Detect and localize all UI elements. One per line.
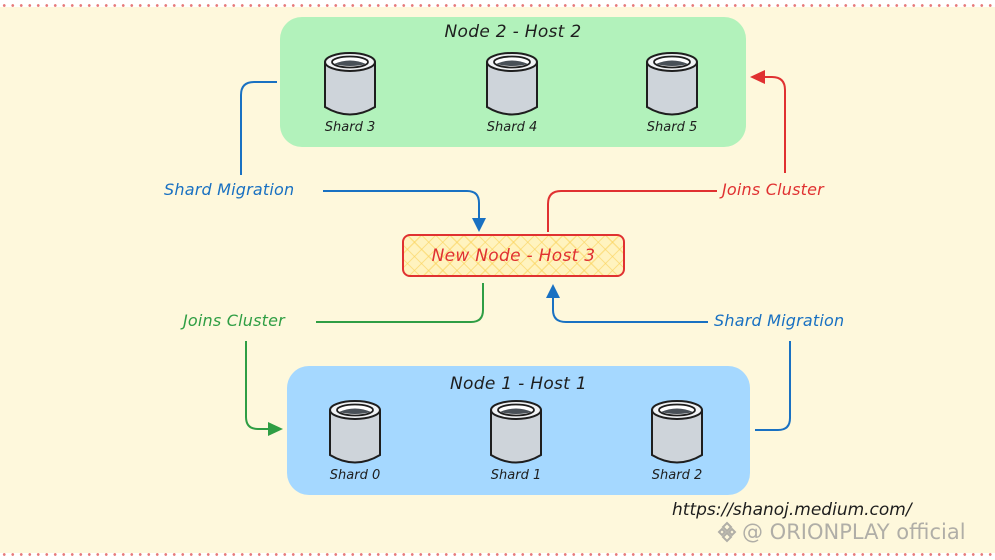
- edge-label-joins-cluster-bottom: Joins Cluster: [183, 311, 285, 330]
- arrow-shard-migration-bottom-segment[interactable]: [755, 341, 791, 431]
- arrow-joins-cluster-bottom[interactable]: [316, 283, 484, 323]
- shard-label: Shard 5: [646, 120, 698, 135]
- shard-label: Shard 4: [486, 120, 538, 135]
- shard-2[interactable]: Shard 2: [637, 398, 717, 483]
- database-cylinder-icon: [324, 52, 376, 116]
- edge-label-joins-cluster-top: Joins Cluster: [722, 180, 824, 199]
- bottom-dotted-border: [0, 553, 995, 556]
- node-1-host-1[interactable]: Node 1 - Host 1 Shard 0 Shard 1 Shard 2: [287, 366, 750, 495]
- arrow-shard-migration-top[interactable]: [240, 81, 277, 175]
- shard-label: Shard 3: [324, 120, 376, 135]
- shard-label: Shard 2: [651, 468, 703, 483]
- watermark-text: @ ORIONPLAY official: [742, 520, 966, 544]
- node-title: Node 2 - Host 2: [444, 22, 582, 42]
- database-cylinder-icon: [329, 400, 381, 464]
- shard-label: Shard 0: [329, 468, 381, 483]
- database-cylinder-icon: [646, 52, 698, 116]
- watermark: @ ORIONPLAY official: [716, 520, 966, 544]
- edge-label-shard-migration-top: Shard Migration: [164, 180, 295, 199]
- new-node-title: New Node - Host 3: [431, 245, 596, 266]
- edge-label-shard-migration-bottom: Shard Migration: [714, 311, 845, 330]
- arrow-joins-cluster-top[interactable]: [547, 190, 717, 232]
- top-dotted-border: [0, 4, 995, 7]
- node-2-host-2[interactable]: Node 2 - Host 2 Shard 3 Shard 4 Shard 5: [280, 17, 746, 147]
- arrowhead-down-icon: [472, 218, 486, 232]
- diamond-logo-icon: [717, 521, 737, 543]
- database-cylinder-icon: [490, 400, 542, 464]
- shard-label: Shard 1: [490, 468, 542, 483]
- arrow-shard-migration-top-segment[interactable]: [323, 190, 480, 220]
- arrow-shard-migration-bottom[interactable]: [552, 296, 708, 323]
- shard-4[interactable]: Shard 4: [472, 50, 552, 135]
- arrowhead-up-icon: [546, 284, 560, 298]
- database-cylinder-icon: [486, 52, 538, 116]
- database-cylinder-icon: [651, 400, 703, 464]
- source-url: https://shanoj.medium.com/: [672, 500, 912, 520]
- arrowhead-right-icon: [268, 422, 283, 436]
- shard-0[interactable]: Shard 0: [315, 398, 395, 483]
- arrow-joins-cluster-top-segment[interactable]: [762, 76, 786, 173]
- arrowhead-left-icon: [750, 70, 765, 84]
- node-title: Node 1 - Host 1: [450, 374, 587, 394]
- new-node-host-3[interactable]: New Node - Host 3: [402, 234, 625, 277]
- shard-5[interactable]: Shard 5: [632, 50, 712, 135]
- shard-1[interactable]: Shard 1: [476, 398, 556, 483]
- arrow-joins-cluster-bottom-segment[interactable]: [245, 341, 270, 430]
- shard-3[interactable]: Shard 3: [310, 50, 390, 135]
